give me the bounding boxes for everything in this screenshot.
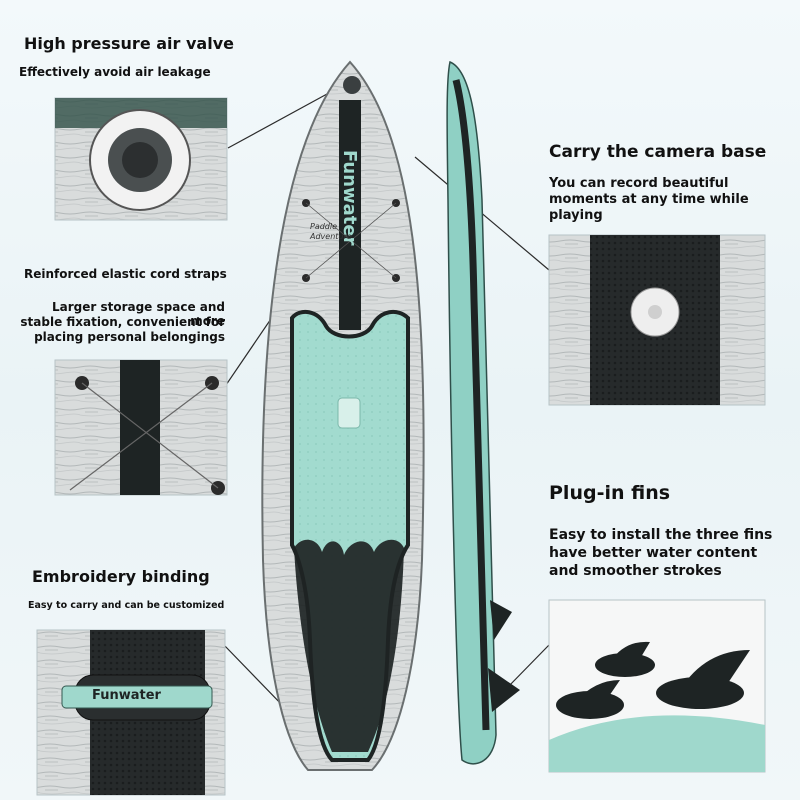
fins-desc-line-3: and smoother strokes — [549, 563, 722, 579]
fins-desc-line-2: have better water content — [549, 545, 758, 561]
valve-desc: Effectively avoid air leakage — [19, 65, 211, 79]
photo-straps — [54, 359, 228, 496]
valve-title: High pressure air valve — [24, 34, 234, 53]
straps-desc-line-2: stable fixation, convenient for — [20, 315, 225, 329]
binding-title: Embroidery binding — [32, 567, 210, 586]
board-side-view — [446, 60, 520, 765]
camera-desc-line-3: playing — [549, 208, 603, 223]
board-brand-text: Funwater — [339, 150, 360, 246]
camera-title: Carry the camera base — [549, 142, 767, 162]
straps-title: Reinforced elastic cord straps — [24, 267, 227, 281]
photo-camera-base — [548, 234, 766, 406]
board-tagline-2: Adventure — [310, 232, 352, 241]
fins-desc-line-1: Easy to install the three fins — [549, 527, 773, 543]
photo-fins — [548, 599, 766, 773]
binding-desc: Easy to carry and can be customized — [28, 600, 225, 611]
photo-valve — [54, 97, 228, 221]
straps-desc-line-3: placing personal belongings — [34, 330, 225, 344]
binding-handle-brand: Funwater — [92, 688, 161, 703]
straps-desc-line-1: Larger storage space and more — [51, 300, 225, 328]
board-top-view — [261, 60, 425, 771]
fins-title: Plug-in fins — [549, 482, 671, 504]
camera-desc-line-2: moments at any time while — [549, 192, 749, 207]
board-tagline-1: Paddle — [310, 222, 338, 231]
photo-binding — [36, 629, 226, 796]
camera-desc-line-1: You can record beautiful — [549, 176, 729, 191]
